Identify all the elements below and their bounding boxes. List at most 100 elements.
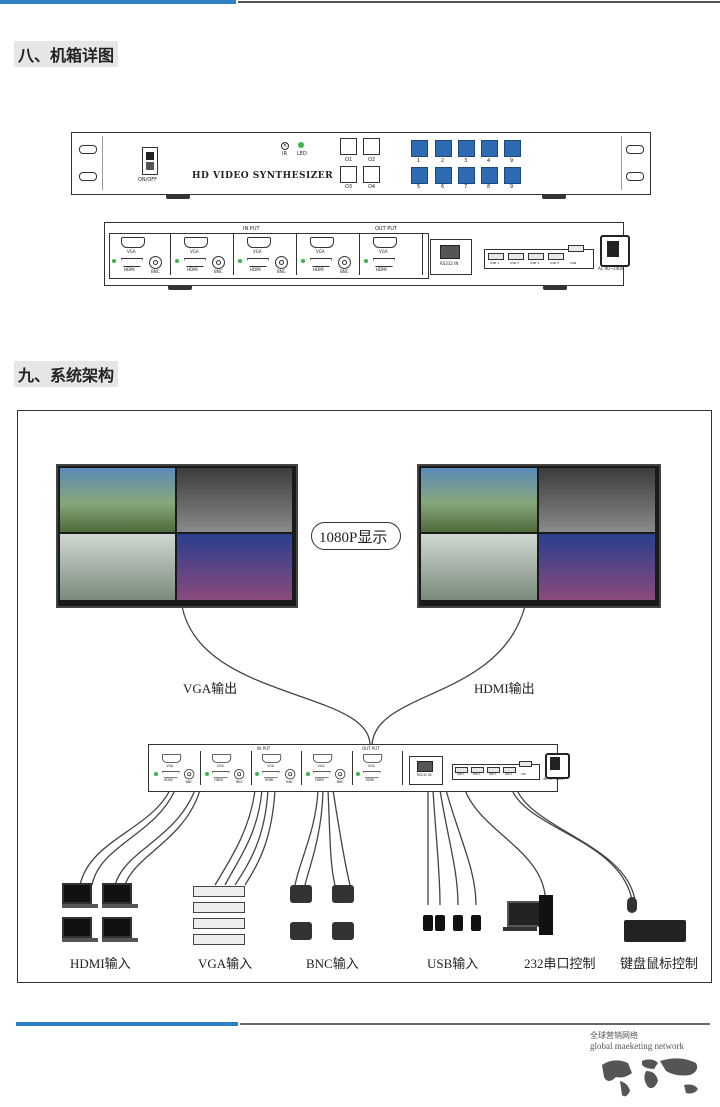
usb-port[interactable] (487, 767, 501, 773)
usb-port[interactable] (503, 767, 517, 773)
usb-port-block (452, 763, 541, 781)
input-button[interactable] (435, 140, 452, 157)
vga-label: VGA (368, 763, 375, 768)
vga-port[interactable] (373, 237, 397, 248)
input-title-small: IN PUT (257, 746, 271, 751)
rack-slot (626, 145, 644, 154)
input-label: 4 (487, 158, 491, 164)
rs232-port[interactable] (430, 239, 472, 275)
usb-label: USB 1 (456, 773, 464, 777)
output-label-3: O3 (345, 184, 353, 190)
bnc-port[interactable] (212, 256, 225, 269)
usb-port[interactable] (519, 760, 533, 767)
input-button[interactable] (411, 167, 428, 184)
hdmi-port[interactable] (363, 771, 381, 779)
usb-port[interactable] (488, 253, 504, 260)
hdmi-label: HDMI (124, 267, 135, 272)
input-port-group (109, 233, 171, 275)
output-button-3[interactable] (340, 166, 357, 183)
input-button[interactable] (504, 167, 521, 184)
bnc-port[interactable] (338, 256, 351, 269)
vga-input-label: VGA输入 (198, 956, 253, 971)
chassis-foot (168, 285, 192, 290)
bnc-port[interactable] (275, 256, 288, 269)
vga-port[interactable] (262, 754, 282, 763)
output-button-1[interactable] (340, 138, 357, 155)
input-port-group (303, 751, 353, 785)
led-indicator-icon (301, 259, 305, 263)
usb-plug-icon (471, 915, 481, 931)
power-switch[interactable] (142, 147, 158, 175)
panel-inner-frame (102, 136, 622, 190)
vga-port[interactable] (121, 237, 145, 248)
led-label: LED (297, 151, 307, 157)
rs232-port[interactable] (408, 755, 443, 785)
input-title: IN PUT (243, 226, 260, 232)
input-button[interactable] (435, 167, 452, 184)
output-button-2[interactable] (363, 138, 380, 155)
usb-label: USB 2 (472, 773, 480, 777)
usb-label: USB (570, 261, 577, 265)
bnc-port[interactable] (184, 769, 195, 780)
usb-port[interactable] (548, 253, 564, 260)
rack-slot (79, 145, 97, 154)
led-indicator-icon (364, 259, 368, 263)
usb-label: USB (520, 773, 526, 777)
vga-port[interactable] (184, 237, 208, 248)
usb-label: USB 4 (550, 261, 560, 265)
hdmi-port[interactable] (312, 771, 331, 779)
bnc-label: BNC (185, 779, 193, 784)
hdmi-label: HDMI (264, 778, 274, 783)
led-indicator-icon (175, 259, 179, 263)
top-divider (238, 1, 720, 3)
section-9-heading: 九、系统架构 (14, 361, 119, 387)
bnc-port[interactable] (284, 769, 296, 780)
input-port-group (172, 233, 234, 275)
chassis-foot (543, 285, 567, 290)
vga-port[interactable] (363, 754, 383, 763)
vga-port[interactable] (161, 754, 181, 763)
input-button[interactable] (458, 167, 475, 184)
led-indicator-icon (204, 771, 209, 776)
usb-plug-icon (435, 915, 445, 931)
hdmi-port[interactable] (212, 771, 230, 779)
usb-port[interactable] (471, 767, 485, 773)
serial-control-label: 232串口控制 (524, 956, 596, 971)
hdmi-label: HDMI (315, 778, 324, 783)
power-label: ON/OFF (138, 177, 158, 183)
hdmi-port[interactable] (262, 771, 280, 779)
input-button[interactable] (458, 140, 475, 157)
input-label: 8 (487, 184, 491, 190)
usb-port[interactable] (528, 253, 544, 260)
vga-port[interactable] (247, 237, 271, 248)
usb-port[interactable] (568, 245, 584, 252)
vga-output-label: VGA输出 (183, 681, 238, 696)
vga-label: VGA (127, 249, 136, 254)
input-button[interactable] (411, 140, 428, 157)
vga-label: VGA (216, 763, 224, 768)
server-icon (193, 886, 245, 897)
bnc-label: BNC (286, 779, 294, 784)
bnc-port[interactable] (149, 256, 162, 269)
vga-port[interactable] (312, 754, 332, 763)
vga-port[interactable] (212, 754, 232, 763)
input-button[interactable] (504, 140, 521, 157)
input-ports-frame (109, 233, 429, 279)
hdmi-label: HDMI (164, 778, 173, 783)
usb-port[interactable] (508, 253, 524, 260)
input-button[interactable] (481, 167, 498, 184)
input-label: 1 (417, 158, 421, 164)
output-title: OUT PUT (375, 226, 397, 232)
power-socket-pins-icon (607, 241, 619, 257)
output-button-4[interactable] (363, 166, 380, 183)
usb-port[interactable] (455, 767, 469, 773)
server-icon (193, 934, 245, 945)
hdmi-port[interactable] (161, 771, 180, 779)
desktop-pc-icon (503, 895, 553, 935)
bnc-port[interactable] (335, 769, 346, 780)
led-indicator-icon (305, 771, 310, 776)
input-button[interactable] (481, 140, 498, 157)
vga-port[interactable] (310, 237, 334, 248)
usb-label: USB 2 (510, 261, 520, 265)
